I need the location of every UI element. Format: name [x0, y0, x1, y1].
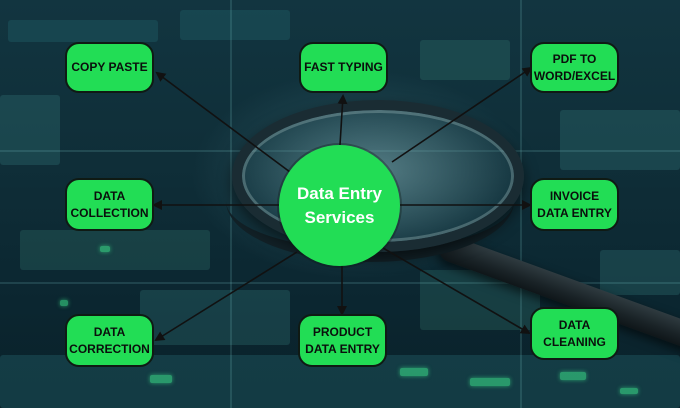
bg-chip: [8, 20, 158, 42]
bg-chip: [560, 110, 680, 170]
bg-trace: [520, 0, 522, 408]
bg-trace: [0, 282, 680, 284]
node-product-data-entry: PRODUCT DATA ENTRY: [298, 314, 387, 367]
node-data-cleaning: DATA CLEANING: [530, 307, 619, 360]
node-invoice-data-entry: INVOICE DATA ENTRY: [530, 178, 619, 231]
node-pdf-to-word-excel: PDF TO WORD/EXCEL: [530, 42, 619, 93]
arrow-to-data-cleaning: [382, 247, 531, 335]
bg-led: [620, 388, 638, 394]
node-copy-paste: COPY PASTE: [65, 42, 154, 93]
bg-chip: [600, 250, 680, 295]
arrow-to-copy-paste: [155, 71, 291, 173]
center-hub-data-entry-services: Data Entry Services: [279, 145, 400, 266]
arrow-to-data-correction: [154, 251, 298, 342]
node-data-correction: DATA CORRECTION: [65, 314, 154, 367]
node-fast-typing: FAST TYPING: [299, 42, 388, 93]
bg-chip: [20, 230, 210, 270]
arrow-to-pdf-to-word-excel: [391, 66, 533, 163]
bg-chip: [420, 40, 510, 80]
bg-chip: [0, 95, 60, 165]
bg-led: [470, 378, 510, 386]
bg-led: [60, 300, 68, 306]
node-data-collection: DATA COLLECTION: [65, 178, 154, 231]
bg-led: [560, 372, 586, 380]
bg-led: [150, 375, 172, 383]
arrow-to-fast-typing: [337, 94, 348, 146]
bg-led: [100, 246, 110, 252]
bg-chip: [180, 10, 290, 40]
bg-led: [400, 368, 428, 376]
